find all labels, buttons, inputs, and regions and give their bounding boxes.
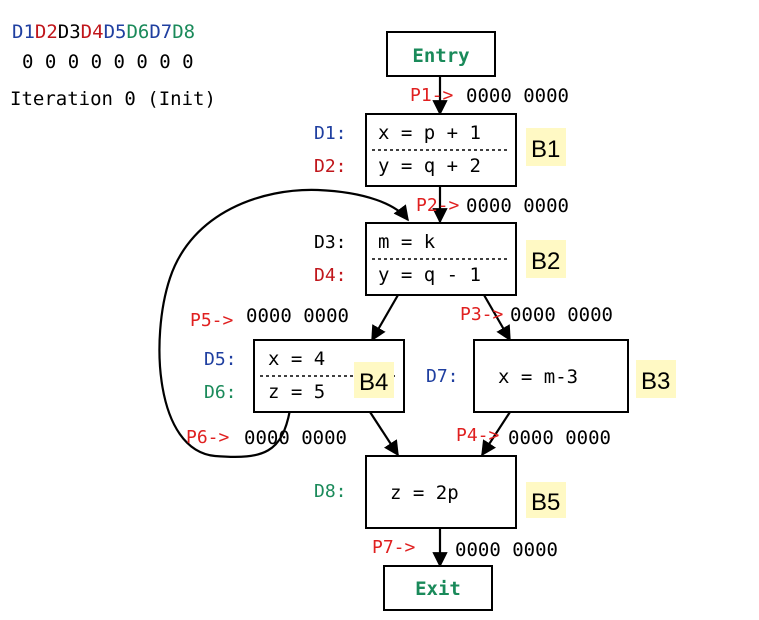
p5-bits: 0000 0000 <box>246 305 349 327</box>
d8-statement: z = 2p <box>390 482 459 504</box>
p3-bits: 0000 0000 <box>510 304 613 326</box>
block-b3 <box>473 339 629 413</box>
d7-statement: x = m-3 <box>498 366 578 388</box>
d8-label: D8: <box>314 481 347 502</box>
legend-bitvector: 0 0 0 0 0 0 0 0 <box>22 51 194 73</box>
legend-def-1: D1 <box>12 21 35 43</box>
b2-name: B2 <box>531 248 560 275</box>
p5-label: P5-> <box>190 310 234 331</box>
b5-name: B5 <box>531 489 560 516</box>
entry-label: Entry <box>412 45 469 67</box>
d3-statement: m = k <box>378 231 436 253</box>
block-b5 <box>365 455 517 529</box>
edge-b2-b4 <box>371 294 399 342</box>
b3-name-highlight <box>636 360 676 398</box>
d4-statement: y = q - 1 <box>378 264 481 286</box>
d1-label: D1: <box>314 123 347 144</box>
d1-statement: x = p + 1 <box>378 122 481 144</box>
b3-name: B3 <box>641 368 670 395</box>
d6-label: D6: <box>204 382 237 403</box>
entry-node <box>386 31 496 77</box>
exit-label: Exit <box>415 578 461 600</box>
p6-label: P6-> <box>186 427 230 448</box>
d6-statement: z = 5 <box>268 381 325 403</box>
d7-label: D7: <box>426 366 459 387</box>
legend-def-2: D2 <box>35 21 58 43</box>
b1-name-highlight <box>526 128 566 166</box>
edge-b4-back-b2 <box>158 188 409 458</box>
p4-bits: 0000 0000 <box>508 427 611 449</box>
edge-b2-b3 <box>483 294 511 342</box>
iteration-label: Iteration 0 (Init) <box>10 88 216 110</box>
legend-def-5: D5 <box>104 21 127 43</box>
p4-label: P4-> <box>456 425 500 446</box>
edge-b4-b5 <box>369 411 399 457</box>
p7-bits: 0000 0000 <box>455 539 558 561</box>
d2-label: D2: <box>314 156 347 177</box>
legend-def-3: D3 <box>58 21 81 43</box>
legend-def-6: D6 <box>126 21 149 43</box>
d3-label: D3: <box>314 232 347 253</box>
b5-name-highlight <box>526 482 566 518</box>
legend-def-8: D8 <box>172 21 195 43</box>
b4-name: B4 <box>359 369 388 396</box>
d5-statement: x = 4 <box>268 348 325 370</box>
p7-label: P7-> <box>372 537 416 558</box>
d5-label: D5: <box>204 349 237 370</box>
p1-label: P1-> <box>410 85 454 106</box>
exit-node <box>383 565 493 611</box>
b2-name-highlight <box>526 240 566 278</box>
p1-bits: 0000 0000 <box>466 85 569 107</box>
p6-bits: 0000 0000 <box>244 427 347 449</box>
legend-def-7: D7 <box>149 21 172 43</box>
d2-statement: y = q + 2 <box>378 155 481 177</box>
definition-legend: D1D2D3D4D5D6D7D8 <box>12 21 195 43</box>
d4-label: D4: <box>314 265 347 286</box>
b1-name: B1 <box>531 136 560 163</box>
p2-label: P2-> <box>416 195 460 216</box>
edge-b3-b5 <box>481 411 511 457</box>
p3-label: P3-> <box>460 304 504 325</box>
p2-bits: 0000 0000 <box>466 195 569 217</box>
legend-def-4: D4 <box>81 21 104 43</box>
b4-name-highlight <box>354 362 394 398</box>
